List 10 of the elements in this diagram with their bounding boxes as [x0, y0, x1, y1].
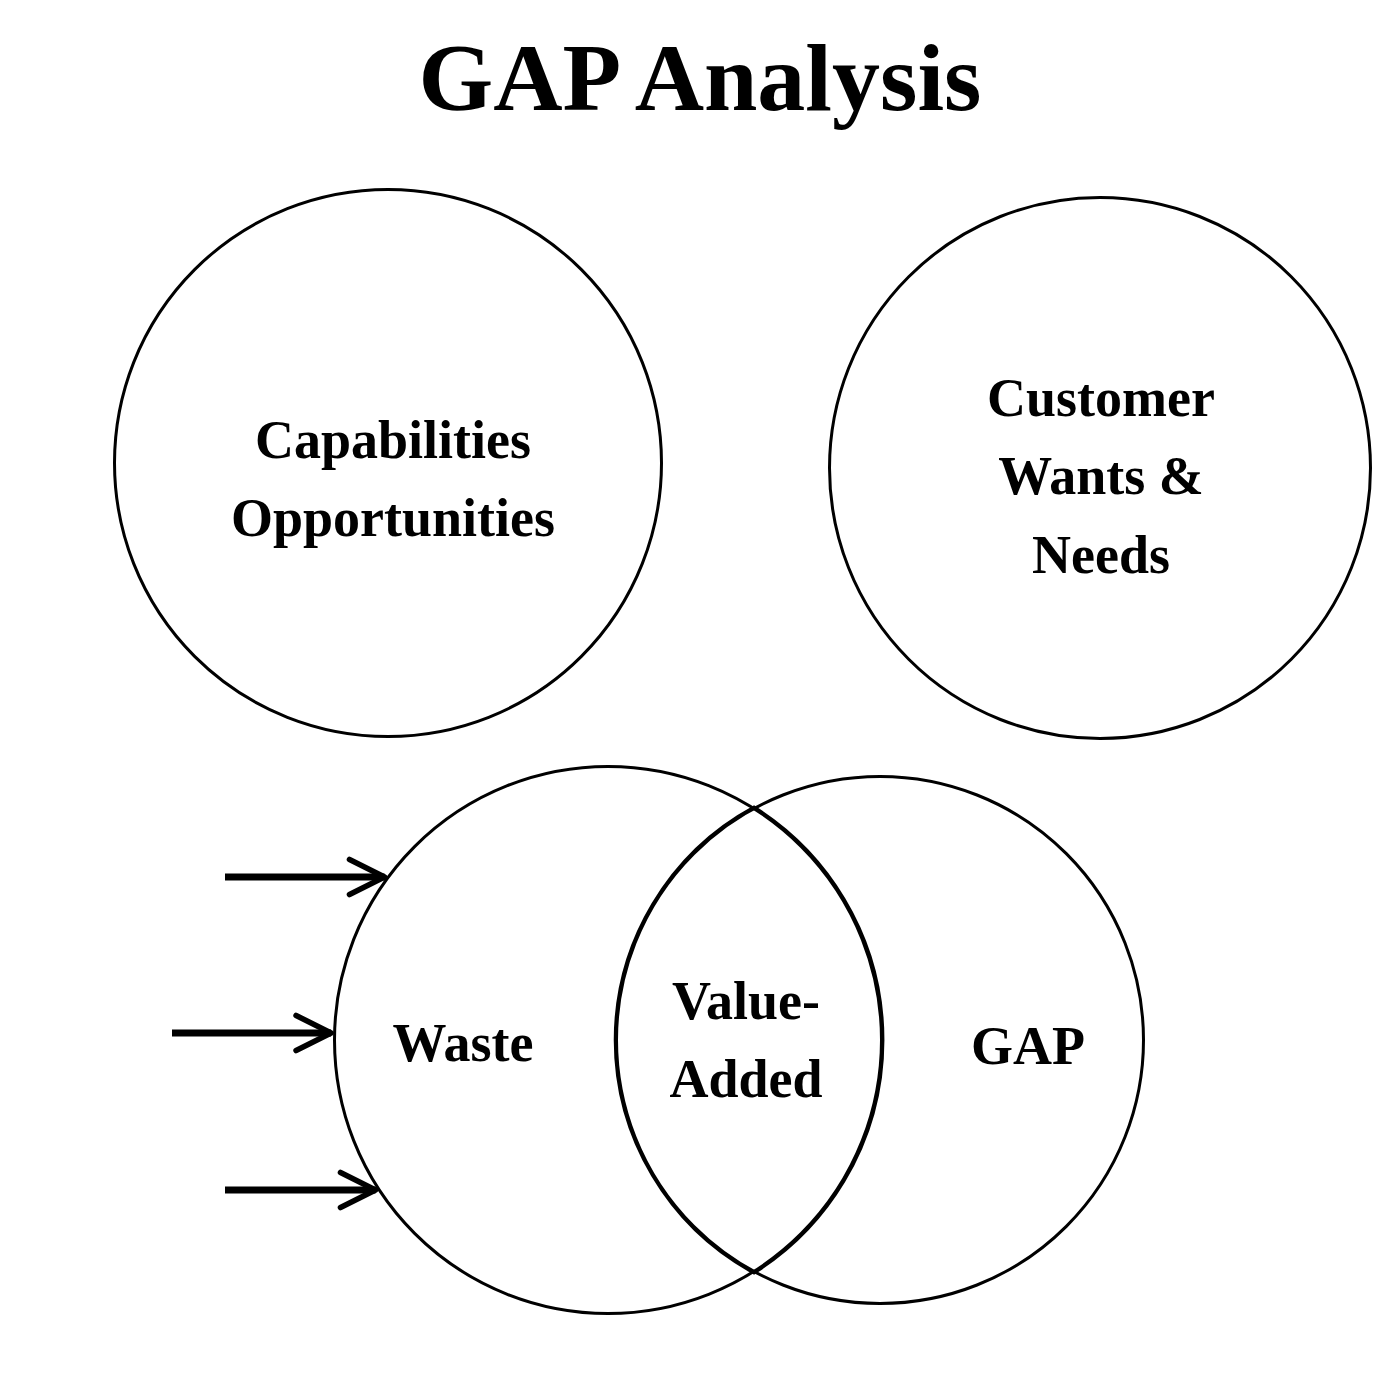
title: GAP Analysis	[417, 23, 983, 133]
circle	[828, 196, 1372, 740]
circle-label: Capabilities Opportunities	[229, 408, 557, 550]
circle	[615, 775, 1145, 1305]
circle-label: Customer Wants & Needs	[986, 366, 1216, 587]
circle	[113, 188, 663, 738]
circle-label: Value-Added	[668, 969, 824, 1111]
circle-label: GAP	[970, 1014, 1086, 1078]
circle-label: Waste	[391, 1011, 535, 1075]
circle	[333, 765, 883, 1315]
